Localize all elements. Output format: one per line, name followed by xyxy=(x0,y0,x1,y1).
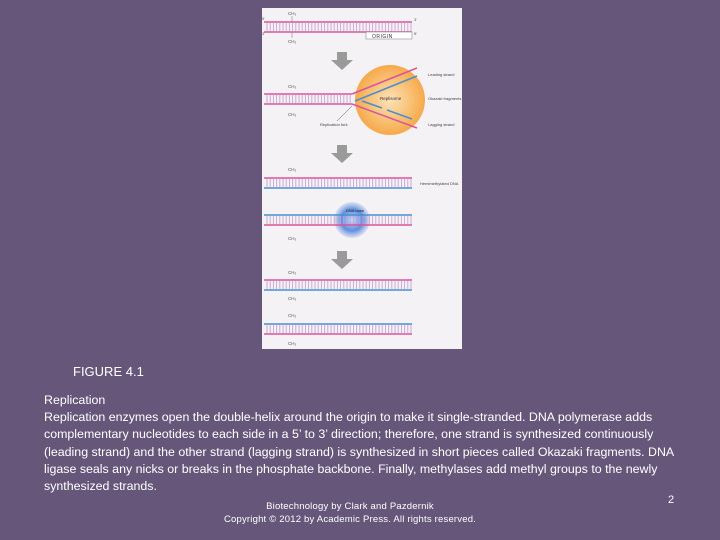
leading-strand-new xyxy=(354,75,418,102)
ch3-label-7: CH₃ xyxy=(288,313,296,318)
replisome-label: Replisome xyxy=(380,96,402,101)
three-prime-left: 3' xyxy=(262,31,265,36)
replication-fork-label: Replication fork xyxy=(320,122,348,127)
five-prime-right: 5' xyxy=(414,31,417,36)
replication-figure: CH₃ CH₃ 5' 3' 3' 5' ORIGIN CH₃ CH₃ xyxy=(262,8,462,349)
dna-duplex xyxy=(264,177,412,189)
okazaki-label: Okazaki fragments xyxy=(428,96,461,101)
panel-methylated: CH₃ CH₃ CH₃ CH₃ xyxy=(264,270,412,346)
description-paragraph: Replication enzymes open the double-heli… xyxy=(44,410,674,494)
section-heading: Replication xyxy=(44,393,106,407)
ch3-label-2b: CH₃ xyxy=(288,112,296,117)
ch3-label-top: CH₃ xyxy=(288,11,296,16)
credit-line-1: Biotechnology by Clark and Pazdernik xyxy=(266,501,434,512)
down-arrow-2 xyxy=(331,145,353,163)
dna-duplex xyxy=(264,279,412,291)
down-arrow-3 xyxy=(331,251,353,269)
leading-strand-label: Leading strand xyxy=(428,72,454,77)
methylase-protein xyxy=(334,202,370,238)
dna-duplex xyxy=(264,323,412,335)
ch3-label-6: CH₃ xyxy=(288,296,296,301)
fork-pointer xyxy=(336,105,353,122)
panel-replisome: CH₃ CH₃ Replisome Okazaki fragments Lead… xyxy=(264,65,461,135)
figure-caption: FIGURE 4.1 xyxy=(73,364,144,379)
ch3-label-bottom: CH₃ xyxy=(288,39,296,44)
body-text: Replication Replication enzymes open the… xyxy=(44,392,684,495)
credit-line-2: Copyright © 2012 by Academic Press. All … xyxy=(223,514,477,525)
dna-base-label: DNA base xyxy=(346,208,365,213)
replication-diagram: CH₃ CH₃ 5' 3' 3' 5' ORIGIN CH₃ CH₃ xyxy=(262,11,461,346)
credit: Biotechnology by Clark and Pazdernik Cop… xyxy=(150,500,550,526)
dna-duplex xyxy=(264,214,412,226)
ch3-label-3: CH₃ xyxy=(288,167,296,172)
five-prime-left: 5' xyxy=(262,16,265,21)
panel-origin: CH₃ CH₃ 5' 3' 3' 5' ORIGIN xyxy=(262,11,417,44)
dna-duplex xyxy=(264,93,352,105)
okazaki-fragment-1 xyxy=(361,100,383,109)
origin-box xyxy=(365,31,413,40)
three-prime-right: 3' xyxy=(414,17,417,22)
okazaki-fragment-2 xyxy=(386,109,413,120)
dna-duplex xyxy=(264,21,412,33)
ch3-label-8: CH₃ xyxy=(288,341,296,346)
ch3-label-2a: CH₃ xyxy=(288,84,296,89)
lagging-strand-label: Lagging strand xyxy=(428,122,454,127)
lagging-strand-lower xyxy=(351,103,418,129)
down-arrow-1 xyxy=(331,52,353,70)
panel-hemimethylated: CH₃ Hemimethylated DNA DNA base CH₃ xyxy=(264,167,459,241)
ch3-label-4: CH₃ xyxy=(288,236,296,241)
hemimethylated-label: Hemimethylated DNA xyxy=(420,181,459,186)
origin-label: ORIGIN xyxy=(372,34,393,40)
page-number: 2 xyxy=(668,494,675,506)
leading-strand-upper xyxy=(351,67,418,95)
ch3-label-5: CH₃ xyxy=(288,270,296,275)
